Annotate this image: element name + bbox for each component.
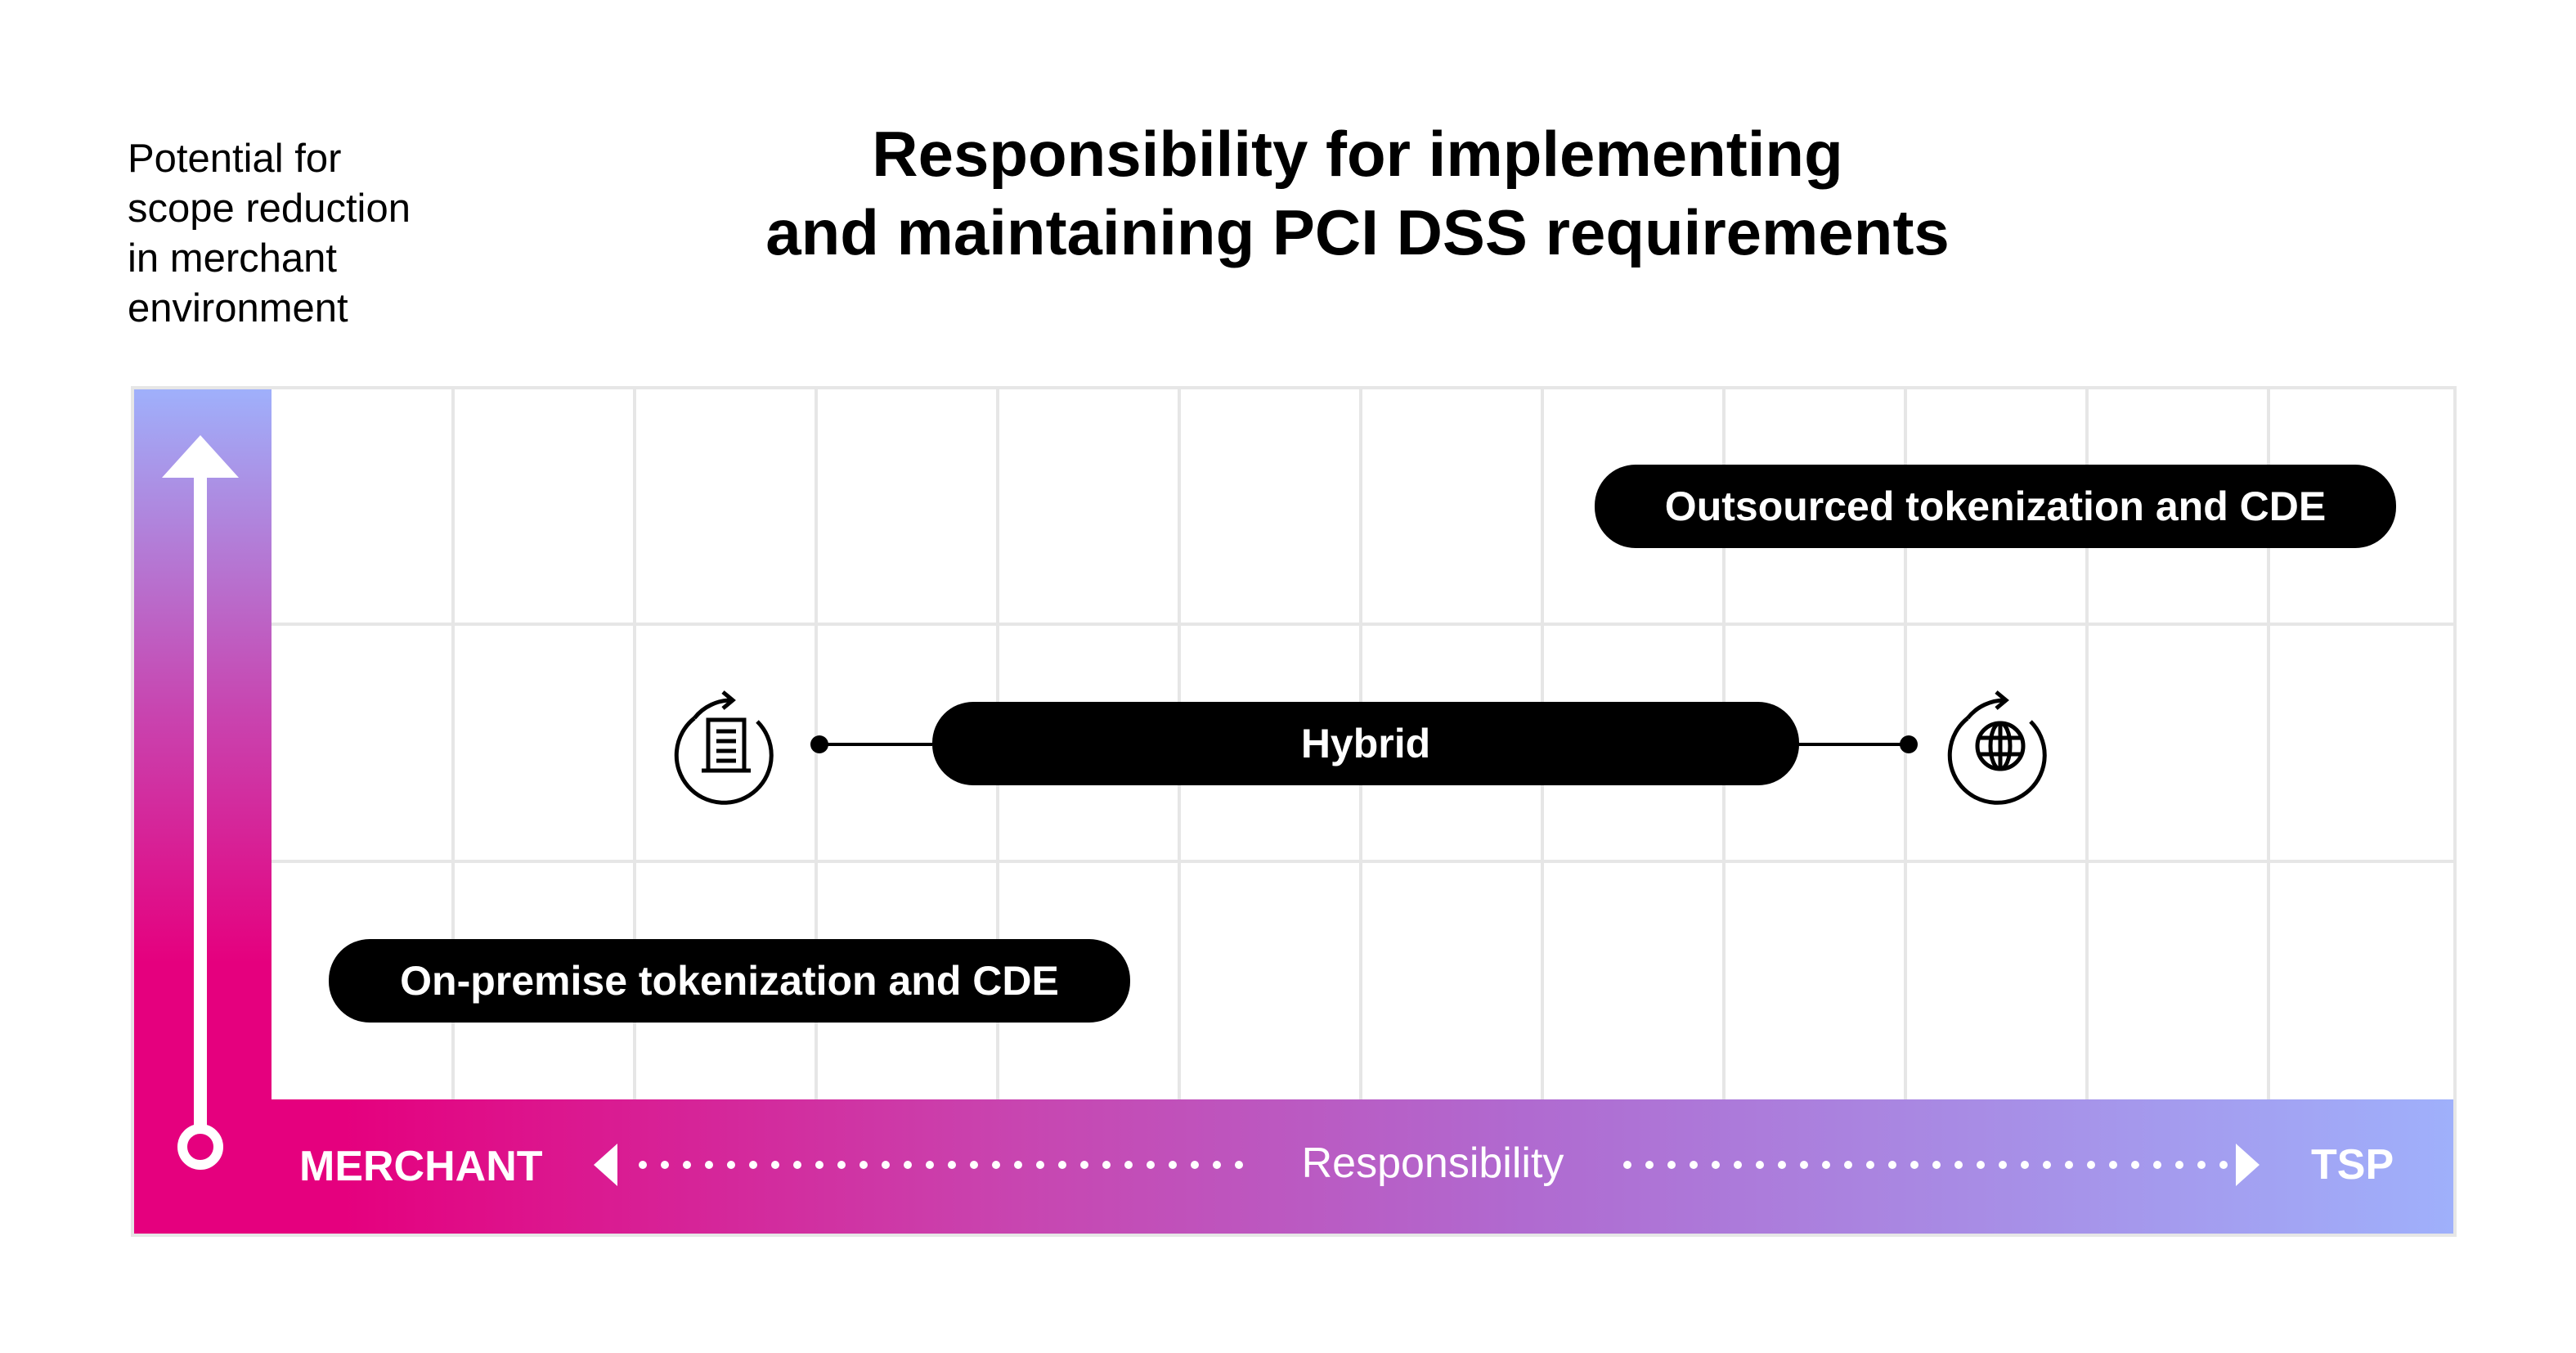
scope-reduction-arrow (162, 435, 239, 1170)
responsibility-arrow-left (594, 1144, 1243, 1186)
title-line-1: Responsibility for implementing (872, 118, 1843, 190)
diagram-title: Responsibility for implementing and main… (654, 115, 2061, 272)
y-axis-label: Potential for scope reduction in merchan… (128, 137, 411, 330)
responsibility-arrow-right (1623, 1144, 2260, 1186)
title-line-2: and maintaining PCI DSS requirements (765, 196, 1950, 268)
hybrid-label: Hybrid (932, 702, 1799, 785)
hybrid-connector-right (1791, 735, 1918, 753)
diagram-frame (131, 386, 2457, 1237)
merchant-label: MERCHANT (299, 1143, 543, 1190)
cloud-globe-icon (1947, 690, 2047, 805)
outsourced-tokenization-label: Outsourced tokenization and CDE (1595, 465, 2396, 548)
responsibility-label: Responsibility (1301, 1139, 1564, 1187)
tsp-label: TSP (2311, 1141, 2394, 1189)
hybrid-connector-left (810, 735, 932, 753)
on-premise-tokenization-label: On-premise tokenization and CDE (329, 939, 1130, 1023)
on-premise-server-icon (674, 690, 774, 805)
